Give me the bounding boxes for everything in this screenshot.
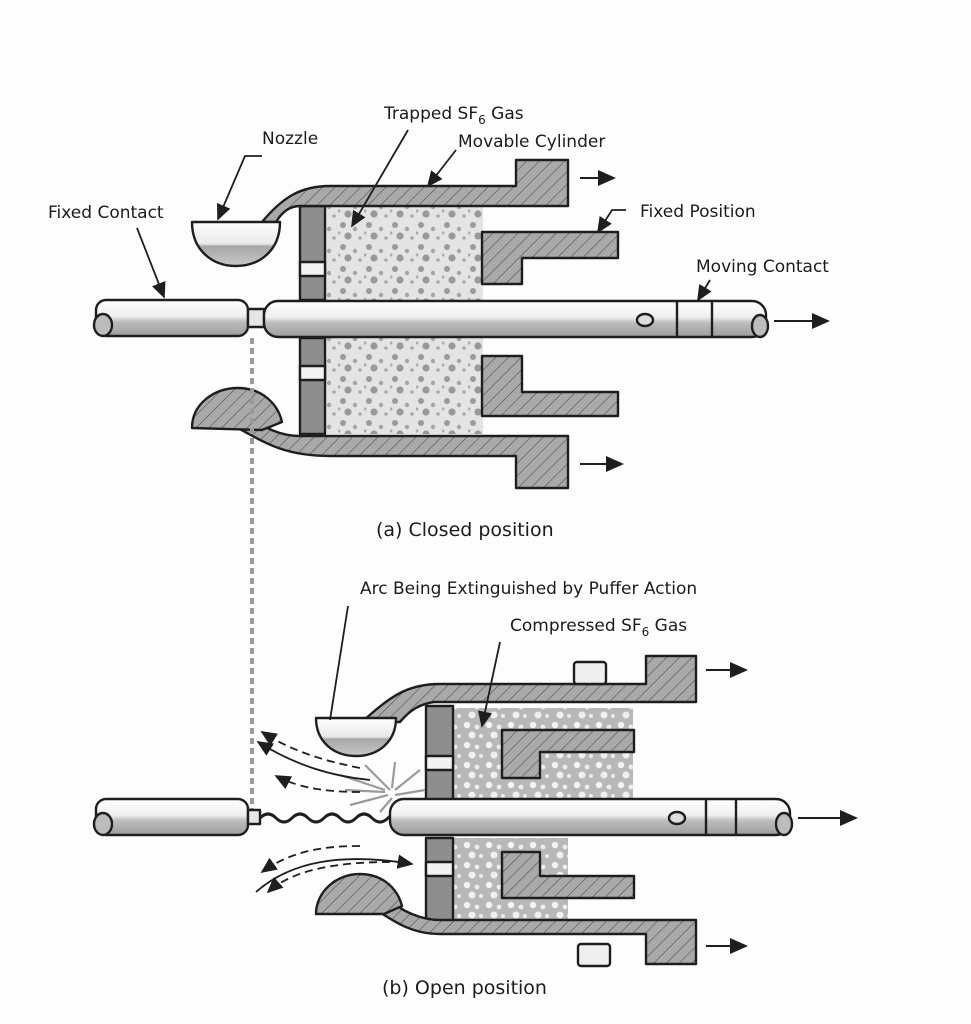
- fixed-contact-rod: [92, 298, 266, 338]
- fixed-position-upper-open: [500, 728, 636, 780]
- nozzle-lower: [190, 386, 284, 432]
- leader-fixed-position: [597, 209, 626, 234]
- open-position-diagram: Arc Being Extinguished by Puffer Action …: [92, 579, 858, 999]
- label-compressed-gas-suffix: Gas: [649, 616, 687, 636]
- label-trapped-gas: Trapped SF6 Gas: [383, 104, 524, 127]
- movable-cylinder-upper-open: [360, 654, 698, 724]
- closed-position-diagram: Fixed Contact Nozzle Trapped SF6 Gas Mov…: [48, 104, 830, 810]
- movable-cylinder-upper: [260, 158, 570, 224]
- nozzle-upper: [190, 220, 282, 268]
- moving-contact-rod: [262, 299, 770, 339]
- fixed-contact-rod-open: [92, 797, 262, 837]
- nozzle-upper-open: [314, 716, 398, 758]
- label-trapped-gas-suffix: Gas: [486, 104, 524, 124]
- leader-trapped-gas: [351, 129, 409, 228]
- label-fixed-position: Fixed Position: [640, 202, 756, 222]
- arc-wave: [258, 812, 406, 824]
- fixed-position-lower-open: [500, 850, 636, 900]
- leader-fixed-contact: [136, 227, 166, 299]
- nozzle-lower-open: [314, 872, 404, 916]
- label-compressed-gas-subscript: 6: [642, 625, 650, 639]
- label-moving-contact: Moving Contact: [696, 257, 829, 277]
- label-fixed-contact: Fixed Contact: [48, 203, 164, 223]
- leader-movable-cylinder: [426, 149, 457, 188]
- label-compressed-gas-prefix: Compressed SF: [510, 616, 642, 636]
- caption-open-position: (b) Open position: [382, 977, 547, 999]
- label-movable-cylinder: Movable Cylinder: [458, 132, 605, 152]
- fixed-position-upper: [480, 230, 620, 286]
- fixed-position-lower: [480, 354, 620, 418]
- leader-compressed-gas: [477, 641, 501, 728]
- label-arc-extinguished: Arc Being Extinguished by Puffer Action: [360, 579, 697, 599]
- leader-nozzle: [217, 155, 262, 221]
- gas-flow-arrows: [255, 731, 414, 894]
- movable-cylinder-lower-open: [370, 898, 698, 966]
- piston-open: [424, 704, 455, 924]
- cylinder-tab-lower: [576, 942, 612, 968]
- label-trapped-gas-prefix: Trapped SF: [383, 104, 478, 124]
- leader-moving-contact: [697, 279, 712, 302]
- trapped-gas-lower: [325, 338, 483, 434]
- moving-contact-rod-open: [388, 797, 794, 837]
- label-trapped-gas-subscript: 6: [478, 113, 486, 127]
- label-nozzle: Nozzle: [262, 129, 318, 149]
- trapped-gas-upper: [325, 206, 483, 300]
- cylinder-tab-upper: [572, 660, 608, 686]
- caption-closed-position: (a) Closed position: [376, 519, 554, 541]
- label-compressed-gas: Compressed SF6 Gas: [510, 616, 687, 639]
- leader-arc: [329, 605, 349, 721]
